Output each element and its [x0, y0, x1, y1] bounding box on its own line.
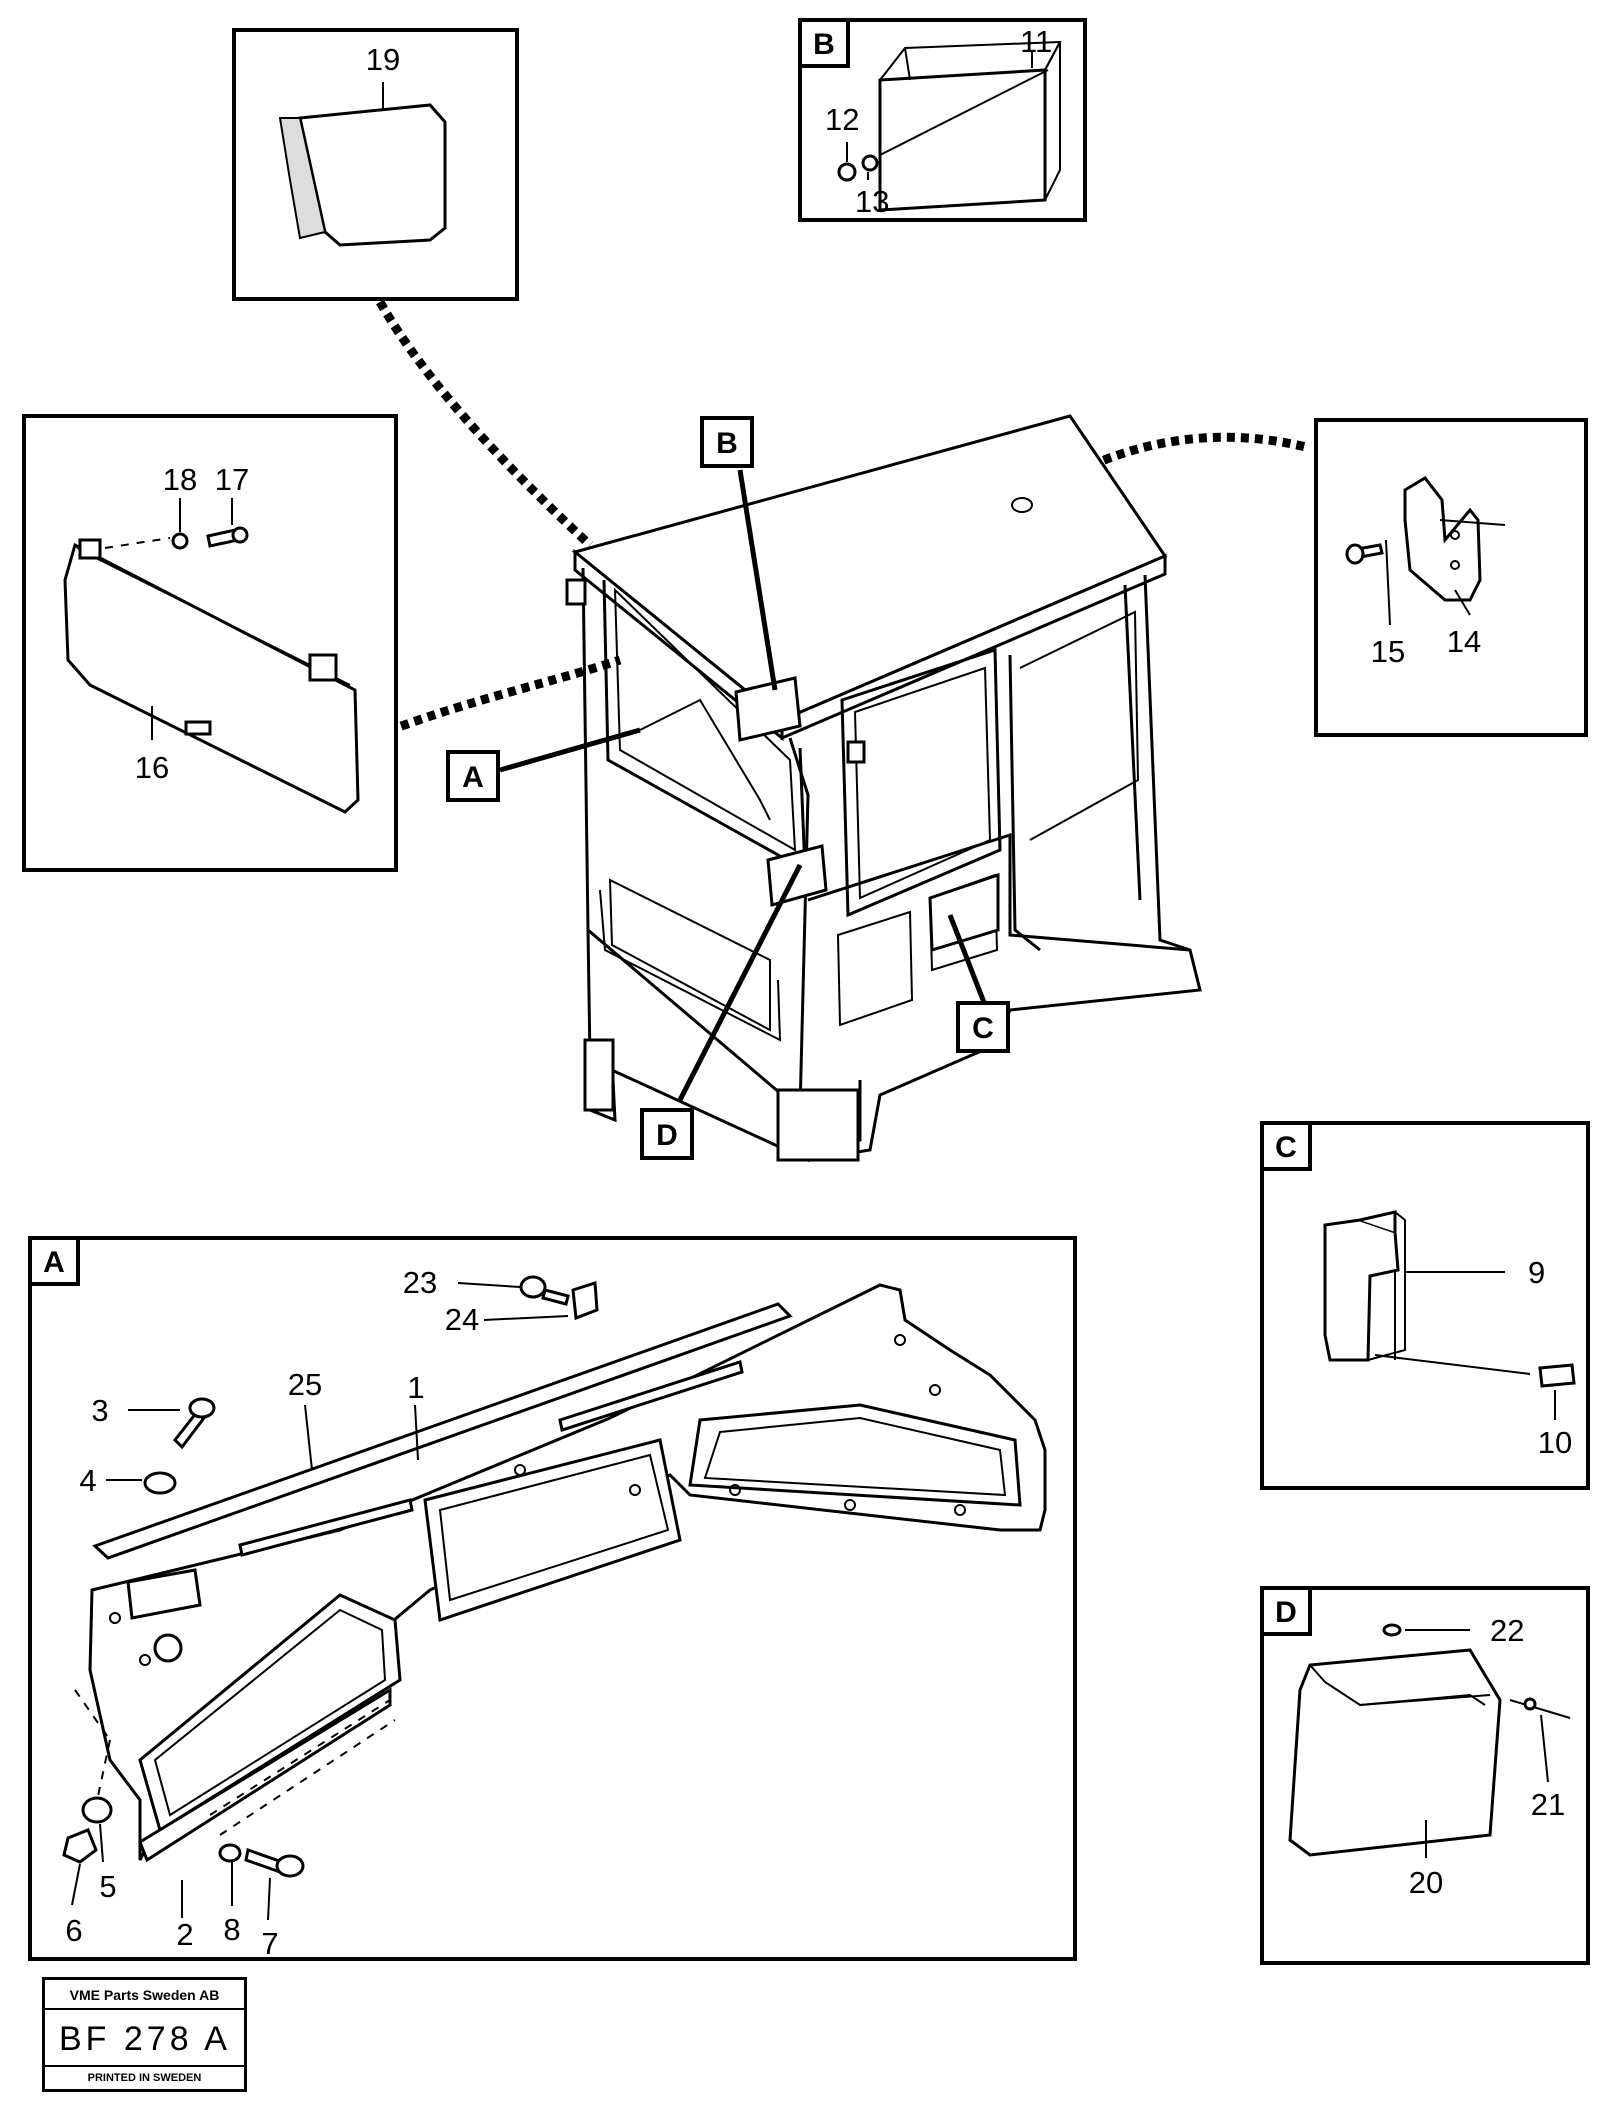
detail-box-19: 19 [232, 28, 519, 301]
callout-C-label: C [972, 1012, 994, 1045]
leader-D [677, 863, 803, 1102]
part-19-label: 19 [366, 42, 400, 77]
detail-box-16: 18 17 16 [22, 414, 398, 872]
detail-B-letter: B [813, 28, 835, 61]
part-13-label: 13 [855, 184, 889, 219]
detail-C-letter: C [1275, 1131, 1297, 1164]
leader-A [499, 727, 641, 773]
callout-B-label: B [716, 427, 738, 460]
part-7-label: 7 [261, 1926, 278, 1961]
part-17-label: 17 [215, 462, 249, 497]
leader-B [737, 469, 778, 691]
cab-drawing [565, 414, 1202, 1163]
detail-box-D: D 22 21 20 [1260, 1586, 1590, 1965]
part-8-label: 8 [223, 1912, 240, 1947]
part-11-label: 11 [1020, 24, 1052, 59]
leader-dashed-16 [386, 655, 622, 736]
callout-A-label: A [462, 761, 484, 794]
stamp-printed-in: PRINTED IN SWEDEN [45, 2065, 244, 2089]
part-23-label: 23 [403, 1265, 437, 1300]
part-12-label: 12 [825, 102, 859, 137]
part-2-label: 2 [176, 1917, 193, 1952]
part-1-label: 1 [407, 1370, 424, 1405]
callout-D: D [640, 1108, 694, 1160]
detail-box-A: A [28, 1236, 1077, 1961]
part-25-label: 25 [288, 1367, 322, 1402]
part-20-label: 20 [1409, 1865, 1443, 1900]
callout-C: C [956, 1001, 1010, 1053]
part-18-label: 18 [163, 462, 197, 497]
callout-B: B [700, 416, 754, 468]
leader-dashed-19 [376, 299, 594, 549]
part-3-label: 3 [91, 1393, 108, 1428]
part-14-label: 14 [1447, 624, 1481, 659]
detail-box-14: 15 14 [1314, 418, 1588, 737]
part-4-label: 4 [79, 1463, 96, 1498]
title-stamp: VME Parts Sweden AB BF 278 A PRINTED IN … [42, 1977, 247, 2092]
detail-D-letter: D [1275, 1596, 1297, 1629]
callout-A: A [446, 750, 500, 802]
part-16-label: 16 [135, 750, 169, 785]
part-9-label: 9 [1528, 1255, 1545, 1290]
detail-box-C: C 9 10 [1260, 1121, 1590, 1490]
callout-D-label: D [656, 1119, 678, 1152]
part-10-label: 10 [1538, 1425, 1572, 1460]
part-6-label: 6 [65, 1913, 82, 1948]
stamp-drawing-code: BF 278 A [59, 2020, 231, 2058]
part-5-label: 5 [99, 1869, 116, 1904]
part-24-label: 24 [445, 1302, 479, 1337]
part-21-label: 21 [1531, 1787, 1565, 1822]
part-15-label: 15 [1371, 634, 1405, 669]
stamp-company: VME Parts Sweden AB [45, 1982, 244, 2010]
detail-A-letter: A [43, 1246, 65, 1279]
part-22-label: 22 [1490, 1613, 1524, 1648]
detail-box-B: B 11 12 13 [798, 18, 1087, 222]
leader-C [947, 914, 988, 1006]
